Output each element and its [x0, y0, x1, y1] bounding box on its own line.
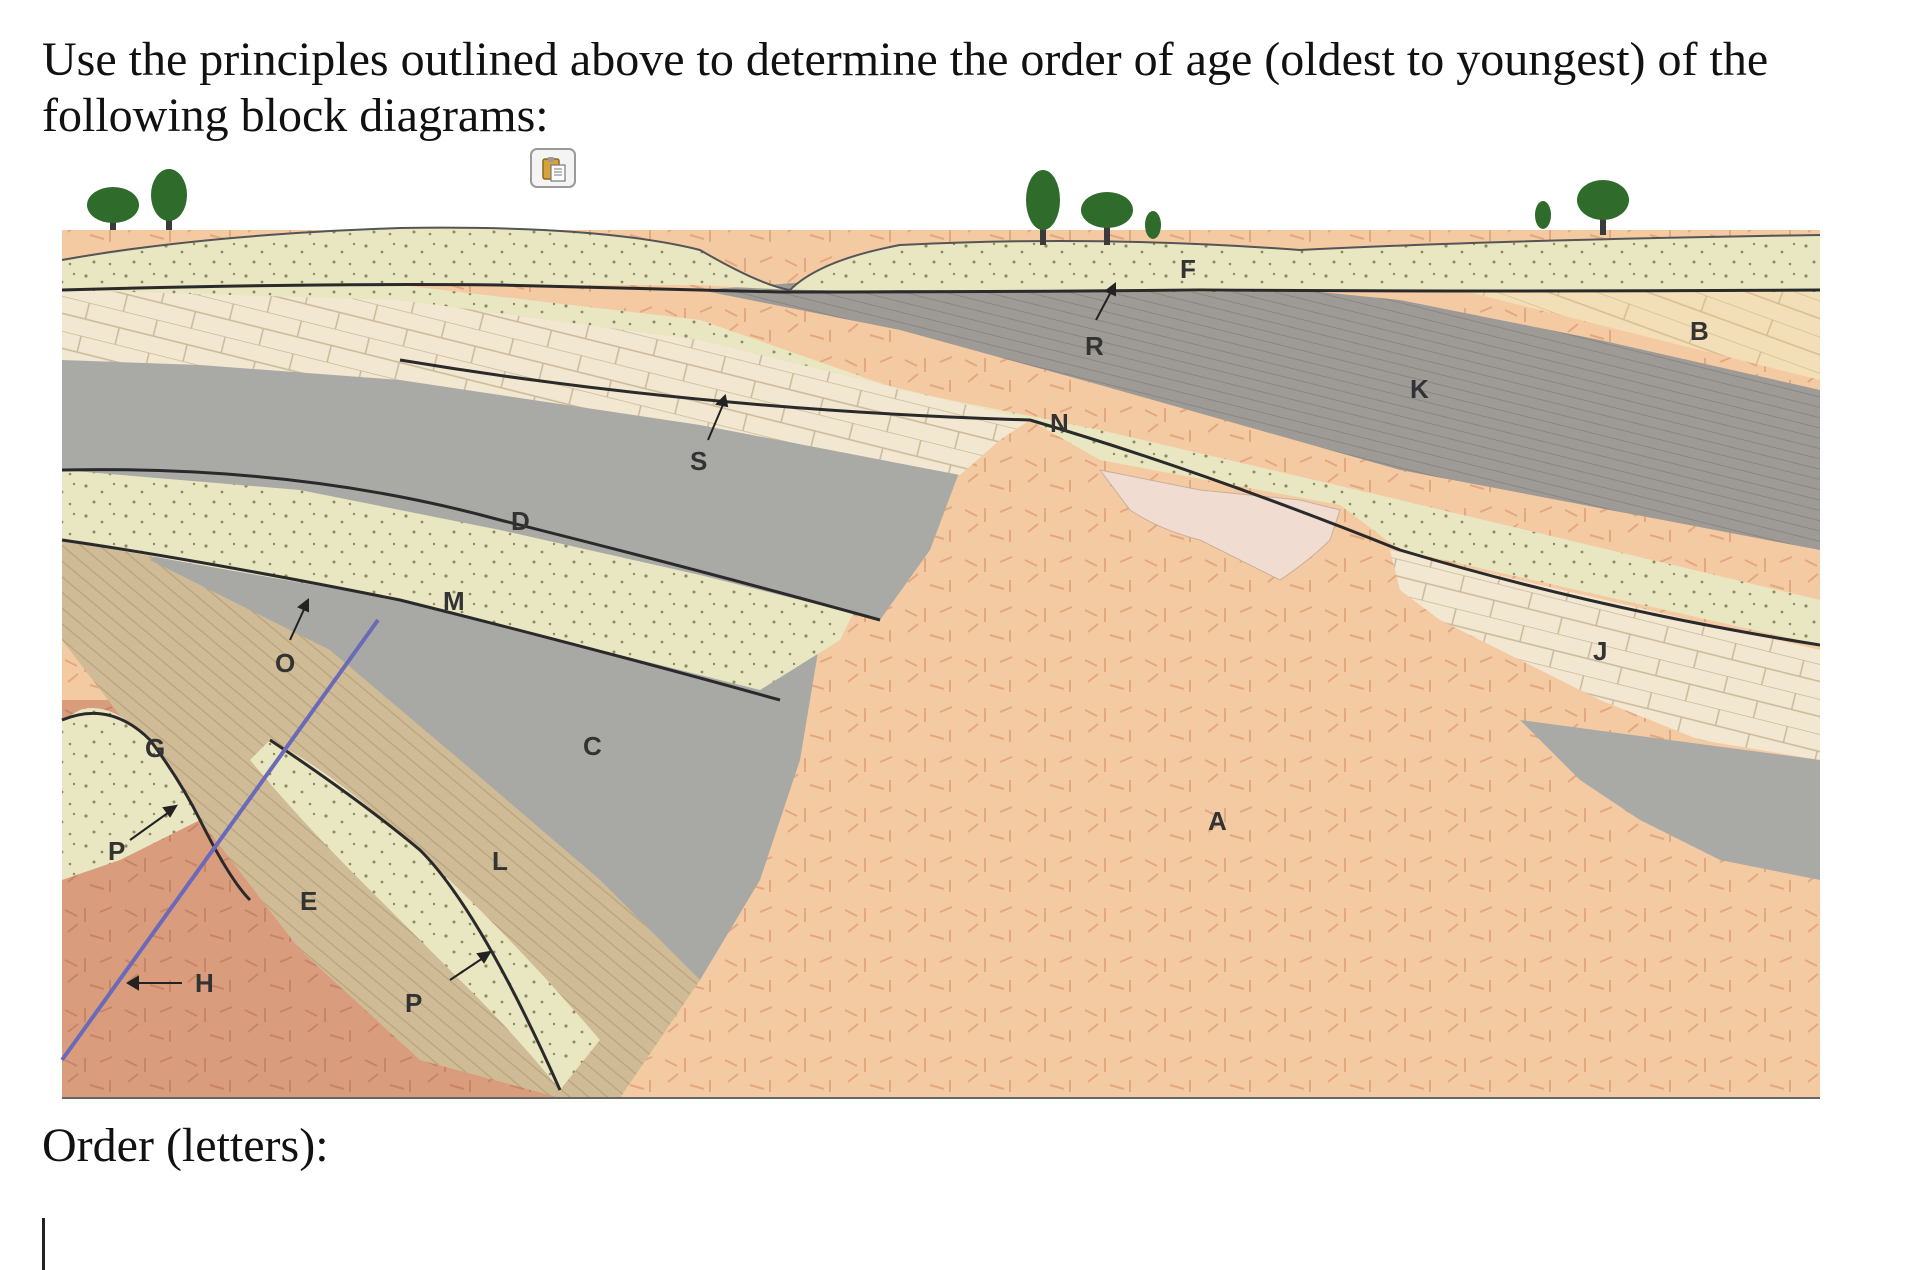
label-p-lower: P [405, 988, 422, 1018]
order-answer-input[interactable] [42, 1210, 1042, 1270]
order-label: Order (letters): [42, 1119, 329, 1172]
label-r: R [1085, 331, 1104, 361]
label-a: A [1208, 806, 1227, 836]
label-h: H [195, 968, 214, 998]
paste-options-button[interactable] [530, 148, 576, 188]
conglomerate-p-lower [250, 740, 600, 1090]
label-p-left: P [108, 836, 125, 866]
tree-icon [1145, 211, 1161, 239]
label-n: N [1050, 408, 1069, 438]
label-m: M [443, 586, 465, 616]
shale-d [62, 355, 960, 620]
fault-h [60, 618, 380, 1062]
unconformity-p-lower [269, 738, 562, 1091]
unconformity-p-left [61, 711, 252, 902]
label-s: S [690, 446, 707, 476]
unconformity-s [399, 358, 1820, 647]
label-c: C [583, 731, 602, 761]
label-b: B [1690, 316, 1709, 346]
tree-icon [1026, 170, 1060, 245]
unconformity-m [61, 468, 881, 622]
shale-right [1520, 720, 1820, 880]
label-e: E [300, 886, 317, 916]
geologic-cross-section: A B C D E F G H J K L M N O P P R S [60, 169, 1820, 1099]
label-o: O [275, 648, 295, 678]
conglomerate-m [62, 460, 860, 690]
limestone-lens [1098, 469, 1341, 581]
tree-icon [151, 169, 187, 230]
ground-surface [61, 226, 1820, 292]
label-l: L [492, 846, 508, 876]
label-f: F [1180, 254, 1196, 284]
limestone-b [1460, 290, 1820, 380]
label-g: G [145, 733, 165, 763]
unconformity-o [61, 538, 781, 702]
tree-icon [1081, 192, 1133, 245]
tree-icon [87, 187, 139, 230]
limestone-upper-left [62, 285, 1030, 475]
label-k: K [1410, 374, 1429, 404]
question-prompt: Use the principles outlined above to det… [42, 33, 1769, 142]
label-j: J [1593, 636, 1607, 666]
limestone-j [1390, 550, 1820, 760]
label-arrows [126, 281, 1116, 991]
tree-icon [1535, 201, 1551, 229]
unconformity-top [61, 283, 1820, 294]
conglomerate-f [62, 227, 1820, 292]
label-d: D [511, 506, 530, 536]
clipboard-icon [542, 157, 566, 182]
tree-icon [1577, 180, 1629, 235]
shale-k [700, 275, 1820, 550]
conglomerate-g [62, 708, 200, 880]
